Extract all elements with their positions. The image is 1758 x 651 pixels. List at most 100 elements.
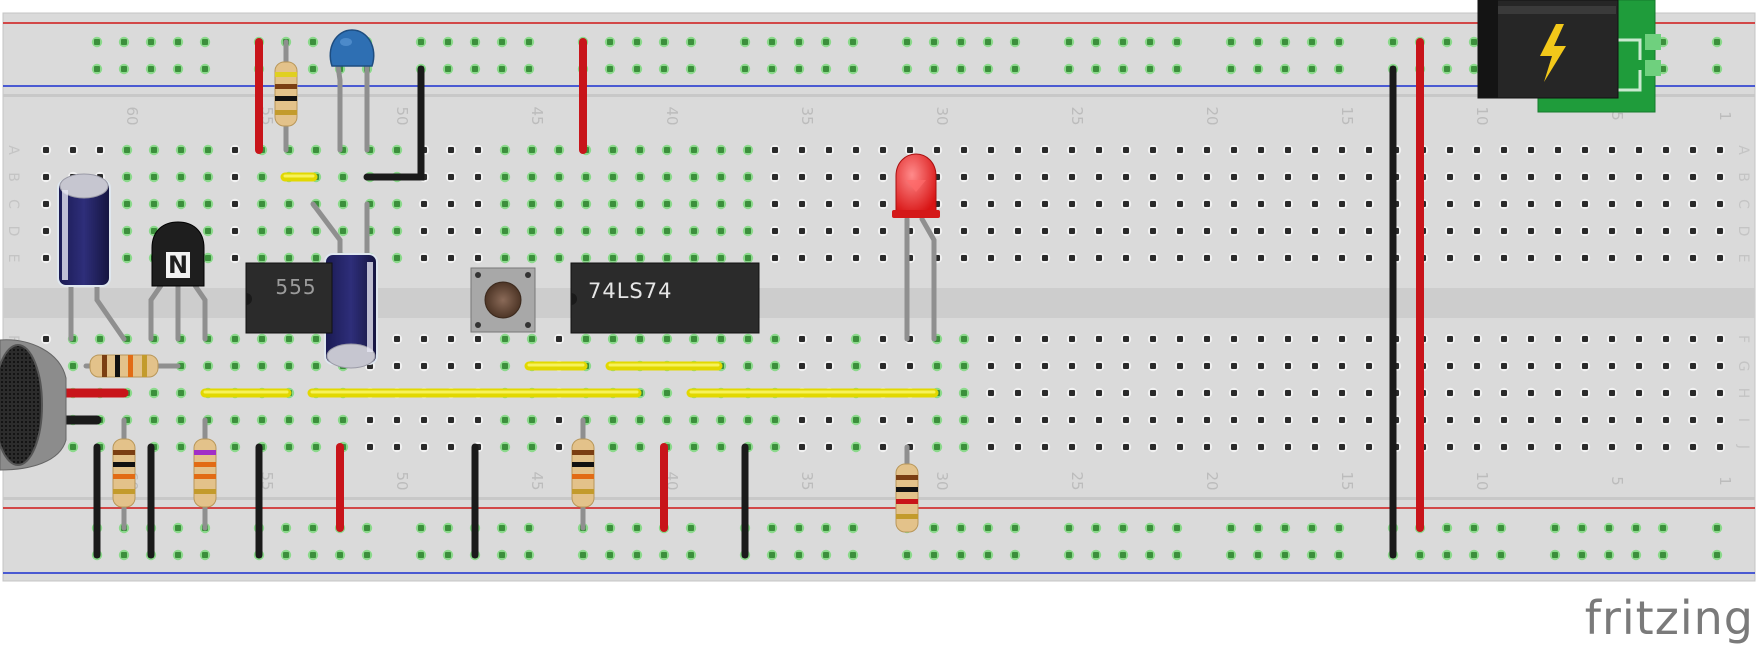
breadboard-hole	[1501, 255, 1507, 261]
breadboard-hole	[313, 363, 319, 369]
breadboard-hole	[1690, 363, 1696, 369]
breadboard-hole	[94, 66, 100, 72]
breadboard-hole	[985, 39, 991, 45]
breadboard-hole	[475, 255, 481, 261]
breadboard-hole	[853, 228, 859, 234]
breadboard-hole	[1204, 363, 1210, 369]
breadboard-hole	[1258, 363, 1264, 369]
breadboard-hole	[1204, 444, 1210, 450]
breadboard-hole	[1123, 201, 1129, 207]
breadboard-hole	[1177, 417, 1183, 423]
breadboard-hole	[637, 336, 643, 342]
breadboard-hole	[1147, 66, 1153, 72]
breadboard-hole	[1447, 444, 1453, 450]
breadboard-hole	[1447, 174, 1453, 180]
breadboard-hole	[310, 39, 316, 45]
row-letter-label: D	[5, 226, 21, 237]
breadboard-hole	[826, 228, 832, 234]
breadboard-hole	[1444, 525, 1450, 531]
breadboard-hole	[1636, 174, 1642, 180]
breadboard-hole	[1501, 147, 1507, 153]
breadboard-hole	[580, 552, 586, 558]
breadboard-hole	[1042, 255, 1048, 261]
breadboard-hole	[1123, 255, 1129, 261]
breadboard-hole	[988, 390, 994, 396]
breadboard-hole	[799, 417, 805, 423]
breadboard-hole	[1609, 363, 1615, 369]
breadboard-hole	[394, 255, 400, 261]
breadboard-hole	[931, 66, 937, 72]
breadboard-hole	[1015, 147, 1021, 153]
breadboard-hole	[1447, 336, 1453, 342]
breadboard-hole	[445, 525, 451, 531]
breadboard-hole	[259, 255, 265, 261]
breadboard-hole	[283, 552, 289, 558]
breadboard-hole	[1444, 552, 1450, 558]
breadboard-hole	[637, 255, 643, 261]
breadboard-hole	[1447, 228, 1453, 234]
breadboard-hole	[1177, 390, 1183, 396]
breadboard-hole	[1636, 228, 1642, 234]
breadboard-hole	[823, 552, 829, 558]
breadboard-hole	[934, 147, 940, 153]
breadboard-hole	[364, 525, 370, 531]
breadboard-hole	[607, 552, 613, 558]
breadboard-hole	[688, 525, 694, 531]
breadboard-hole	[475, 228, 481, 234]
breadboard-hole	[97, 147, 103, 153]
breadboard-hole	[583, 255, 589, 261]
breadboard-hole	[1312, 363, 1318, 369]
breadboard-hole	[769, 552, 775, 558]
breadboard-hole	[175, 525, 181, 531]
breadboard-hole	[259, 336, 265, 342]
breadboard-hole	[718, 417, 724, 423]
breadboard-hole	[394, 147, 400, 153]
breadboard-hole	[178, 390, 184, 396]
breadboard-hole	[337, 552, 343, 558]
breadboard-hole	[1609, 255, 1615, 261]
column-number-label: 15	[1338, 106, 1356, 125]
breadboard-hole	[1555, 417, 1561, 423]
breadboard-hole	[367, 444, 373, 450]
breadboard-hole	[175, 66, 181, 72]
breadboard-hole	[985, 66, 991, 72]
breadboard-hole	[772, 444, 778, 450]
column-number-label: 45	[528, 471, 546, 490]
breadboard-hole	[799, 363, 805, 369]
breadboard-hole	[1231, 255, 1237, 261]
breadboard-hole	[1042, 390, 1048, 396]
breadboard-hole	[1120, 525, 1126, 531]
breadboard-hole	[1582, 147, 1588, 153]
breadboard-hole	[799, 147, 805, 153]
breadboard-hole	[1555, 201, 1561, 207]
column-number-label: 20	[1203, 471, 1221, 490]
breadboard-hole	[1123, 444, 1129, 450]
ic-555: 555	[245, 262, 333, 334]
breadboard-hole	[1066, 66, 1072, 72]
breadboard-hole	[529, 255, 535, 261]
breadboard-hole	[850, 525, 856, 531]
breadboard-hole	[232, 363, 238, 369]
breadboard-hole	[742, 66, 748, 72]
breadboard-hole	[1447, 255, 1453, 261]
breadboard-hole	[988, 417, 994, 423]
breadboard-hole	[1258, 228, 1264, 234]
breadboard-hole	[475, 174, 481, 180]
row-letter-label: B	[5, 172, 21, 182]
breadboard-hole	[799, 336, 805, 342]
breadboard-hole	[1366, 201, 1372, 207]
breadboard-hole	[880, 255, 886, 261]
breadboard-hole	[286, 363, 292, 369]
breadboard-hole	[151, 174, 157, 180]
breadboard-hole	[718, 336, 724, 342]
breadboard-hole	[688, 39, 694, 45]
breadboard-hole	[745, 336, 751, 342]
breadboard-hole	[664, 147, 670, 153]
breadboard-hole	[1096, 228, 1102, 234]
breadboard-hole	[1069, 147, 1075, 153]
breadboard-hole	[718, 255, 724, 261]
breadboard-hole	[1282, 66, 1288, 72]
breadboard-hole	[70, 363, 76, 369]
breadboard-hole	[556, 228, 562, 234]
